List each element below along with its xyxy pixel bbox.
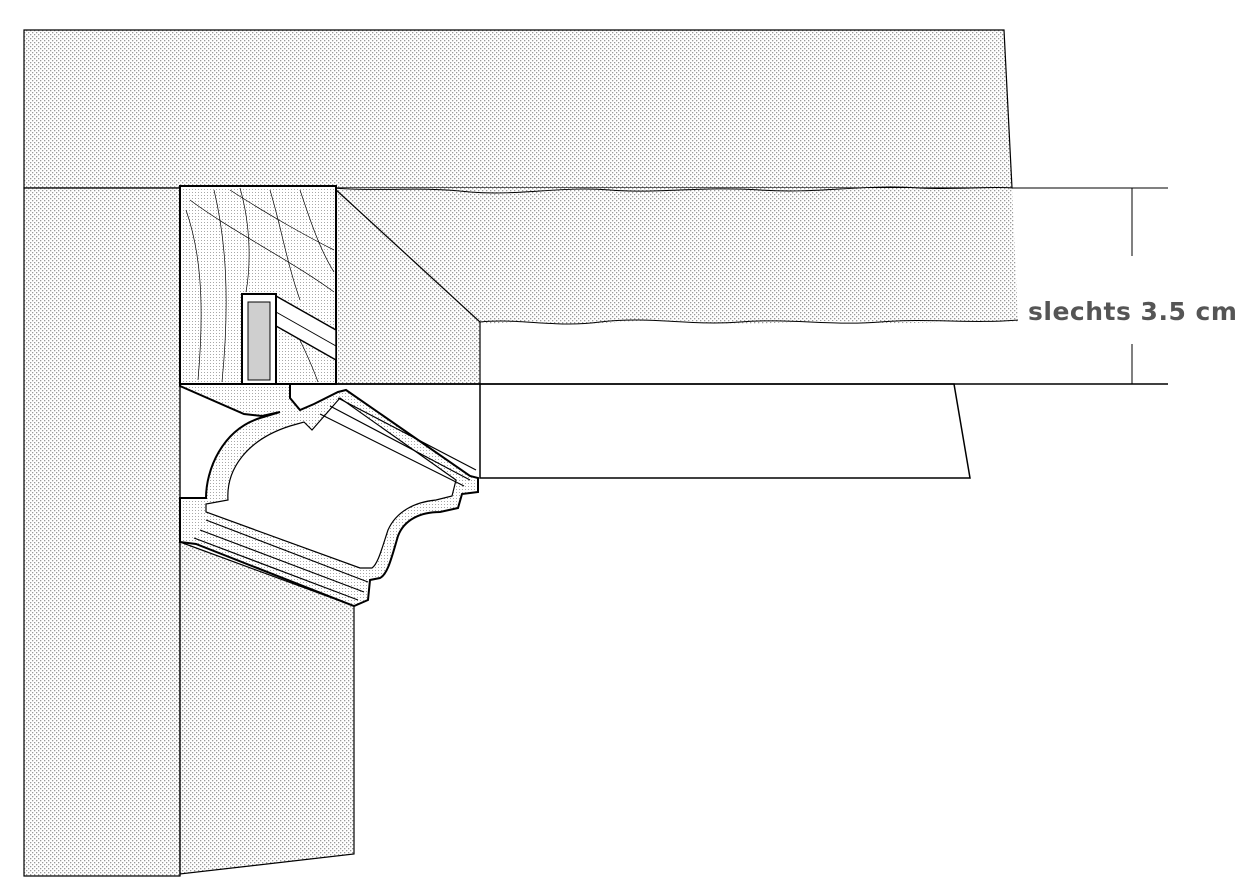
wall-body [23, 187, 181, 877]
dimension-line: slechts 3.5 cm [954, 187, 1237, 385]
molding-cove-face [205, 397, 457, 569]
channel-inner-line [275, 311, 337, 347]
ceiling-slab [23, 29, 1019, 325]
metal-channel [241, 293, 337, 385]
molding-upper-fillets [319, 397, 477, 487]
channel-post-inner [247, 301, 271, 381]
ceiling-wavy-bottom-edge [479, 319, 1019, 325]
crown-molding [179, 383, 479, 608]
ceiling-wavy-top-edge [333, 186, 1013, 194]
dimension-label: slechts 3.5 cm [1028, 297, 1237, 326]
ceiling-slab-body [23, 29, 1013, 189]
molding-lower-fillets [193, 519, 369, 601]
wall [23, 187, 355, 877]
wood-grain [185, 187, 335, 383]
ceiling-plaster-layer [334, 188, 1018, 324]
